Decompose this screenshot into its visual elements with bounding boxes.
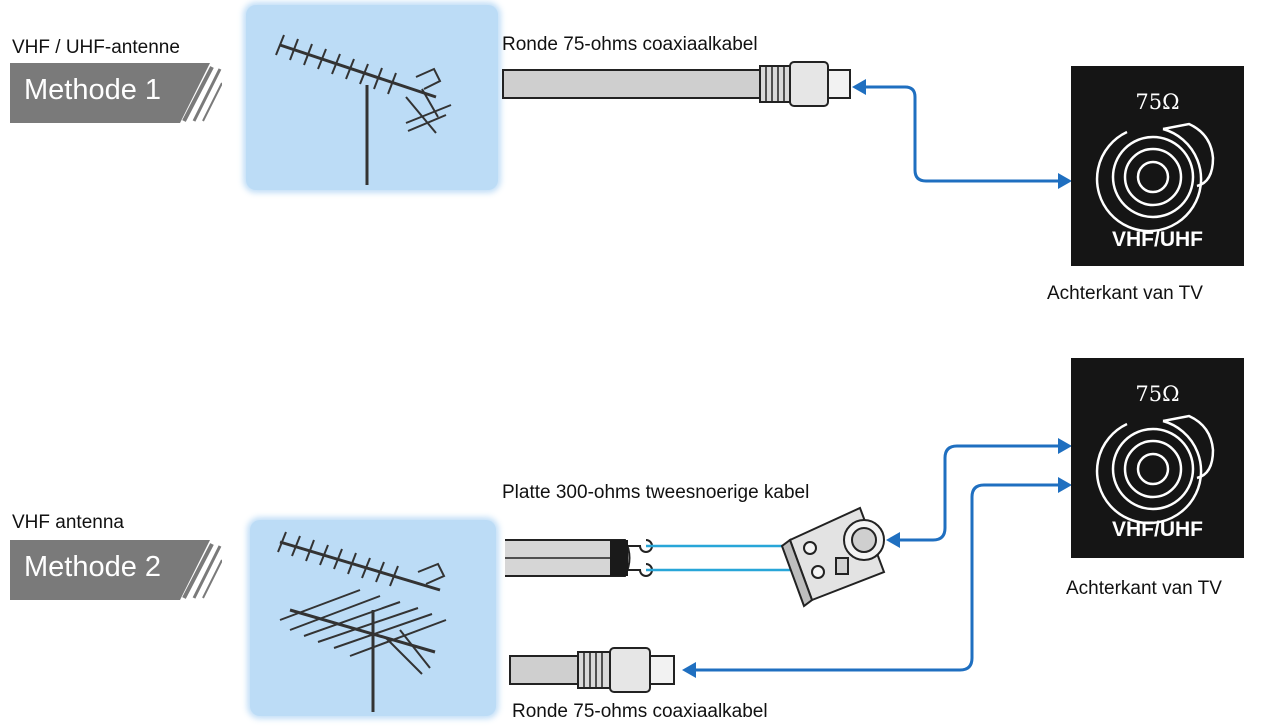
method2-antenna-label: VHF antenna — [12, 512, 124, 533]
method1-label: Methode 1 — [24, 74, 162, 106]
method1-cable-label: Ronde 75-ohms coaxiaalkabel — [502, 34, 758, 55]
yagi-antenna-icon — [275, 34, 452, 185]
coax-socket-icon — [1095, 414, 1215, 525]
method2-flat-cable-label: Platte 300-ohms tweesnoerige kabel — [502, 482, 810, 503]
method2-tv-ohm: 75Ω — [1135, 382, 1180, 406]
method1-tv-caption: Achterkant van TV — [1047, 283, 1203, 304]
method1-tv-panel: 75Ω VHF/UHF — [1071, 66, 1244, 266]
method1-banner: Methode 1 — [10, 63, 222, 123]
method1-antenna-label: VHF / UHF-antenne — [12, 37, 180, 58]
method2-tv-panel: 75Ω VHF/UHF — [1071, 358, 1244, 558]
method2-tv-port-label: VHF/UHF — [1112, 518, 1203, 541]
method2-tv-caption: Achterkant van TV — [1066, 578, 1222, 599]
method2-label: Methode 2 — [24, 551, 162, 583]
method1-tv-port-label: VHF/UHF — [1112, 228, 1203, 251]
method2-coax-cable-label: Ronde 75-ohms coaxiaalkabel — [512, 701, 768, 722]
banner-shape — [10, 63, 222, 123]
coax-socket-icon — [1095, 122, 1215, 233]
method2-antenna-panel — [250, 520, 496, 716]
method1-tv-ohm: 75Ω — [1135, 90, 1180, 114]
method2-banner: Methode 2 — [10, 540, 222, 600]
dual-yagi-antenna-icon — [277, 531, 447, 712]
banner-shape — [10, 540, 222, 600]
method1-antenna-panel — [246, 5, 498, 190]
